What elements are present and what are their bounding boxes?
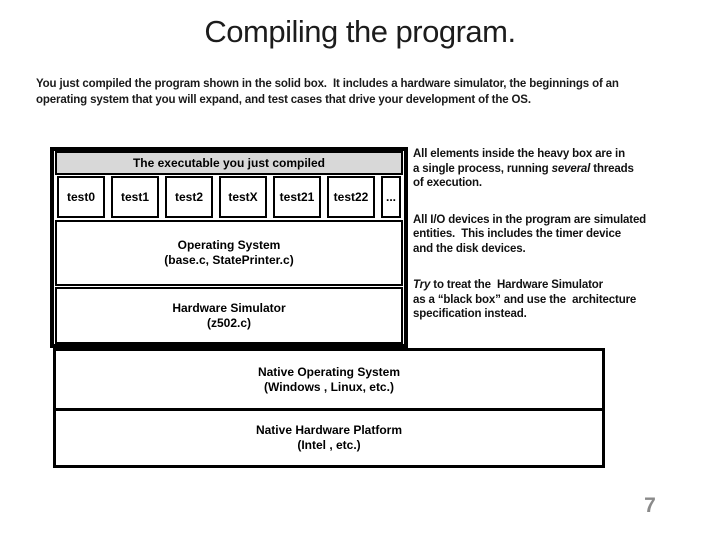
annotation-line: of execution.: [413, 176, 715, 191]
test-cell-test0: test0: [57, 176, 105, 218]
intro-line-1: You just compiled the program shown in t…: [36, 78, 619, 90]
test-cell-ellipsis: ...: [381, 176, 401, 218]
intro-paragraph: You just compiled the program shown in t…: [36, 76, 712, 108]
test-cell-test1: test1: [111, 176, 159, 218]
page-number: 7: [644, 494, 656, 517]
annotation-line: and the disk devices.: [413, 242, 715, 257]
side-annotations: All elements inside the heavy box are in…: [413, 147, 715, 344]
annotation-segment: a single process, running: [413, 162, 552, 175]
test-cell-testX: testX: [219, 176, 267, 218]
annotation-segment: as a “black box” and use the architectur…: [413, 293, 637, 306]
annotation-segment: specification instead.: [413, 308, 527, 320]
annotation-line: All elements inside the heavy box are in: [413, 147, 715, 162]
annotation-italic-segment: several: [551, 162, 591, 175]
test-cell-test22: test22: [327, 176, 375, 218]
annotation-segment: of execution.: [413, 177, 482, 189]
annotation-line: specification instead.: [413, 307, 715, 322]
test-cell-test2: test2: [165, 176, 213, 218]
annotation-segment: and the disk devices.: [413, 242, 526, 255]
annotation-line: entities. This includes the timer device: [413, 227, 715, 242]
annotation-line: Try to treat the Hardware Simulator: [413, 278, 715, 293]
annotation-block-2: All I/O devices in the program are simul…: [413, 213, 715, 257]
annotation-segment: to treat the Hardware Simulator: [430, 279, 603, 291]
hw-box-files: (z502.c): [206, 315, 252, 330]
annotation-segment: All I/O devices in the program are simul…: [413, 213, 647, 226]
annotation-line: as a “black box” and use the architectur…: [413, 293, 715, 308]
annotation-segment: threads: [590, 162, 634, 175]
annotation-segment: entities. This includes the timer device: [413, 228, 621, 240]
annotation-italic-segment: Try: [413, 279, 431, 291]
test-cell-test21: test21: [273, 176, 321, 218]
native-os-box: Native Operating System (Windows , Linux…: [56, 351, 602, 408]
annotation-line: a single process, running several thread…: [413, 162, 715, 177]
slide-title: Compiling the program.: [204, 14, 516, 49]
native-hw-examples: (Intel , etc.): [297, 438, 361, 452]
native-os-title: Native Operating System: [257, 364, 401, 379]
hw-box-title: Hardware Simulator: [172, 300, 286, 315]
intro-line-2: operating system that you will expand, a…: [36, 94, 531, 106]
native-os-examples: (Windows , Linux, etc.): [264, 379, 394, 394]
hardware-simulator-box: Hardware Simulator (z502.c): [55, 287, 403, 344]
operating-system-box: Operating System (base.c, StatePrinter.c…: [55, 220, 403, 286]
native-hardware-box: Native Hardware Platform (Intel , etc.): [56, 408, 602, 465]
executable-header: The executable you just compiled: [55, 151, 403, 175]
native-hw-title: Native Hardware Platform: [255, 423, 403, 437]
annotation-line: All I/O devices in the program are simul…: [413, 213, 715, 228]
annotation-block-1: All elements inside the heavy box are in…: [413, 147, 715, 191]
annotation-segment: All elements inside the heavy box are in: [413, 148, 625, 160]
os-box-title: Operating System: [177, 238, 281, 252]
os-box-files: (base.c, StatePrinter.c): [164, 253, 294, 267]
native-platform-stack: Native Operating System (Windows , Linux…: [53, 348, 605, 468]
